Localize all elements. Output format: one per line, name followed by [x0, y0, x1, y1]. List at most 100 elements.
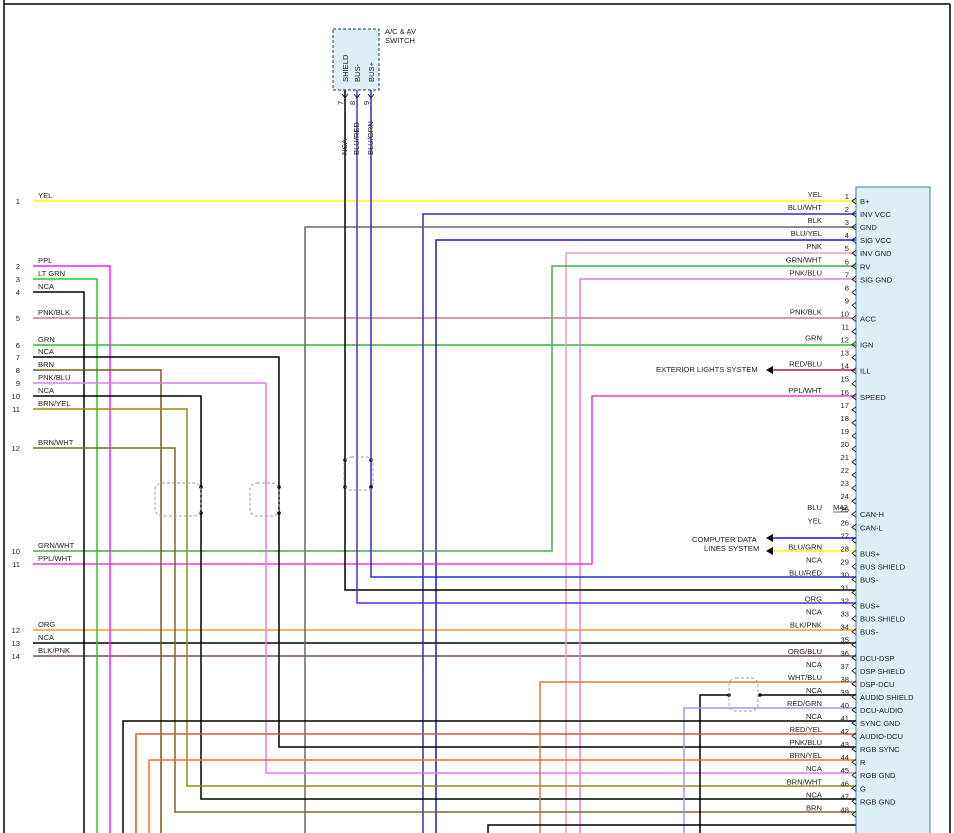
wire-blu-wht	[422, 213, 856, 833]
left-pin-number: 1	[16, 197, 20, 206]
pin-bracket	[851, 406, 857, 414]
left-pin-number: 2	[16, 262, 20, 271]
pin-number: 25	[841, 505, 849, 514]
wire-nca-39	[122, 720, 856, 833]
pin-number: 43	[841, 740, 849, 749]
left-pin-number: 7	[16, 353, 20, 362]
left-wire-label: YEL	[38, 191, 52, 200]
pin-bracket	[851, 784, 857, 792]
wire-label: PPL/WHT	[788, 386, 822, 395]
pin-function: RGB GND	[860, 771, 896, 780]
wire-label: BLU/WHT	[788, 203, 823, 212]
pin-function: RV	[860, 262, 871, 271]
pin-bracket	[851, 732, 857, 740]
wire-label: PNK/BLU	[790, 268, 823, 277]
pin-number: 10	[841, 309, 849, 318]
pin-number: 30	[841, 570, 849, 579]
left-wire-label: NCA	[38, 633, 55, 642]
pin-number: 6	[845, 257, 849, 266]
pin-function: AUDIO-DCU	[860, 732, 903, 741]
wire-grn-wht	[33, 265, 856, 552]
pin-function: BUS+	[860, 602, 881, 611]
wire-blk	[304, 226, 856, 833]
pin-number: 1	[845, 192, 849, 201]
pin-bracket	[851, 602, 857, 609]
left-pin-number: 12	[12, 626, 20, 635]
wire-label: BLK	[808, 216, 822, 225]
pin-number: 4	[845, 231, 849, 240]
pin-bracket	[851, 484, 857, 492]
pin-function: DCU-DSP	[860, 654, 895, 663]
pin-number: 42	[841, 727, 849, 736]
splice-dot	[199, 485, 203, 489]
pin-bracket	[851, 550, 857, 557]
wire-label: NCA	[806, 764, 823, 773]
wire-label: BLU/GRN	[788, 542, 822, 551]
pin-bracket	[851, 236, 857, 244]
pin-bracket	[851, 341, 857, 348]
pin-function: BUS-	[860, 628, 879, 637]
switch-pin-number: 7	[336, 101, 345, 105]
wire-label: RED/GRN	[787, 699, 822, 708]
pin-number: 29	[841, 557, 849, 566]
pin-function: RGB GND	[860, 797, 896, 806]
pin-function: BUS SHIELD	[860, 615, 906, 624]
left-wire-label: NCA	[38, 347, 55, 356]
arrow-icon	[766, 366, 773, 374]
wire-label: ORG	[805, 595, 822, 604]
pin-bracket	[851, 536, 857, 544]
left-wire-label: PPL	[38, 256, 52, 265]
pin-function: INV GND	[860, 249, 892, 258]
pin-bracket	[851, 654, 857, 662]
pin-function: SIG GND	[860, 275, 893, 284]
pin-function: BUS+	[860, 549, 881, 558]
wire-label: NCA	[806, 660, 823, 669]
left-wire-label: ORG	[38, 620, 55, 629]
left-pin-number: 5	[16, 314, 20, 323]
pin-bracket	[851, 432, 857, 440]
splice-dot	[277, 511, 281, 515]
wire-wht-blu	[683, 707, 856, 833]
connector-id: M42	[833, 503, 848, 512]
wire-label: RED/BLU	[789, 360, 822, 369]
pin-bracket	[851, 615, 857, 622]
pin-number: 48	[841, 805, 849, 814]
pin-number: 36	[841, 649, 849, 658]
wire-brn-wht	[33, 447, 856, 813]
pin-number: 3	[845, 218, 849, 227]
pin-bracket	[851, 210, 857, 218]
pin-number: 12	[841, 336, 849, 345]
pin-number: 26	[841, 518, 849, 527]
pin-function: ILL	[860, 367, 871, 376]
pin-bracket	[851, 315, 857, 322]
pin-number: 33	[841, 610, 849, 619]
pin-number: 22	[841, 466, 849, 475]
wire-label: PNK	[806, 242, 822, 251]
pin-function: B+	[860, 197, 870, 206]
pin-number: 32	[841, 597, 849, 606]
wire-blu-yel	[435, 239, 856, 833]
wire-brn-yel	[33, 408, 856, 787]
wire-nca-10	[33, 395, 856, 800]
switch-pin-number: 8	[348, 101, 357, 105]
pin-bracket	[851, 693, 857, 701]
left-pin-number: 13	[12, 639, 20, 648]
pin-bracket	[851, 811, 857, 818]
pin-bracket	[851, 354, 857, 361]
switch-wire-label: NCA	[340, 138, 349, 155]
pin-number: 44	[841, 753, 849, 762]
wire-label: PNK/BLK	[790, 307, 822, 316]
pin-bracket	[851, 576, 857, 583]
switch-wire-label: BLU/RED	[352, 122, 361, 155]
pin-function: INV VCC	[860, 210, 891, 219]
wire-org-blu	[539, 681, 856, 833]
wire-pnk-blu-7	[579, 278, 856, 833]
left-pin-number: 3	[16, 275, 20, 284]
wire-label: RED/YEL	[790, 725, 823, 734]
left-pin-number: 14	[12, 652, 20, 661]
pin-bracket	[851, 289, 857, 296]
pin-bracket	[851, 758, 857, 766]
wire-label: NCA	[806, 686, 823, 695]
switch-title: A/C & AV	[385, 27, 417, 36]
